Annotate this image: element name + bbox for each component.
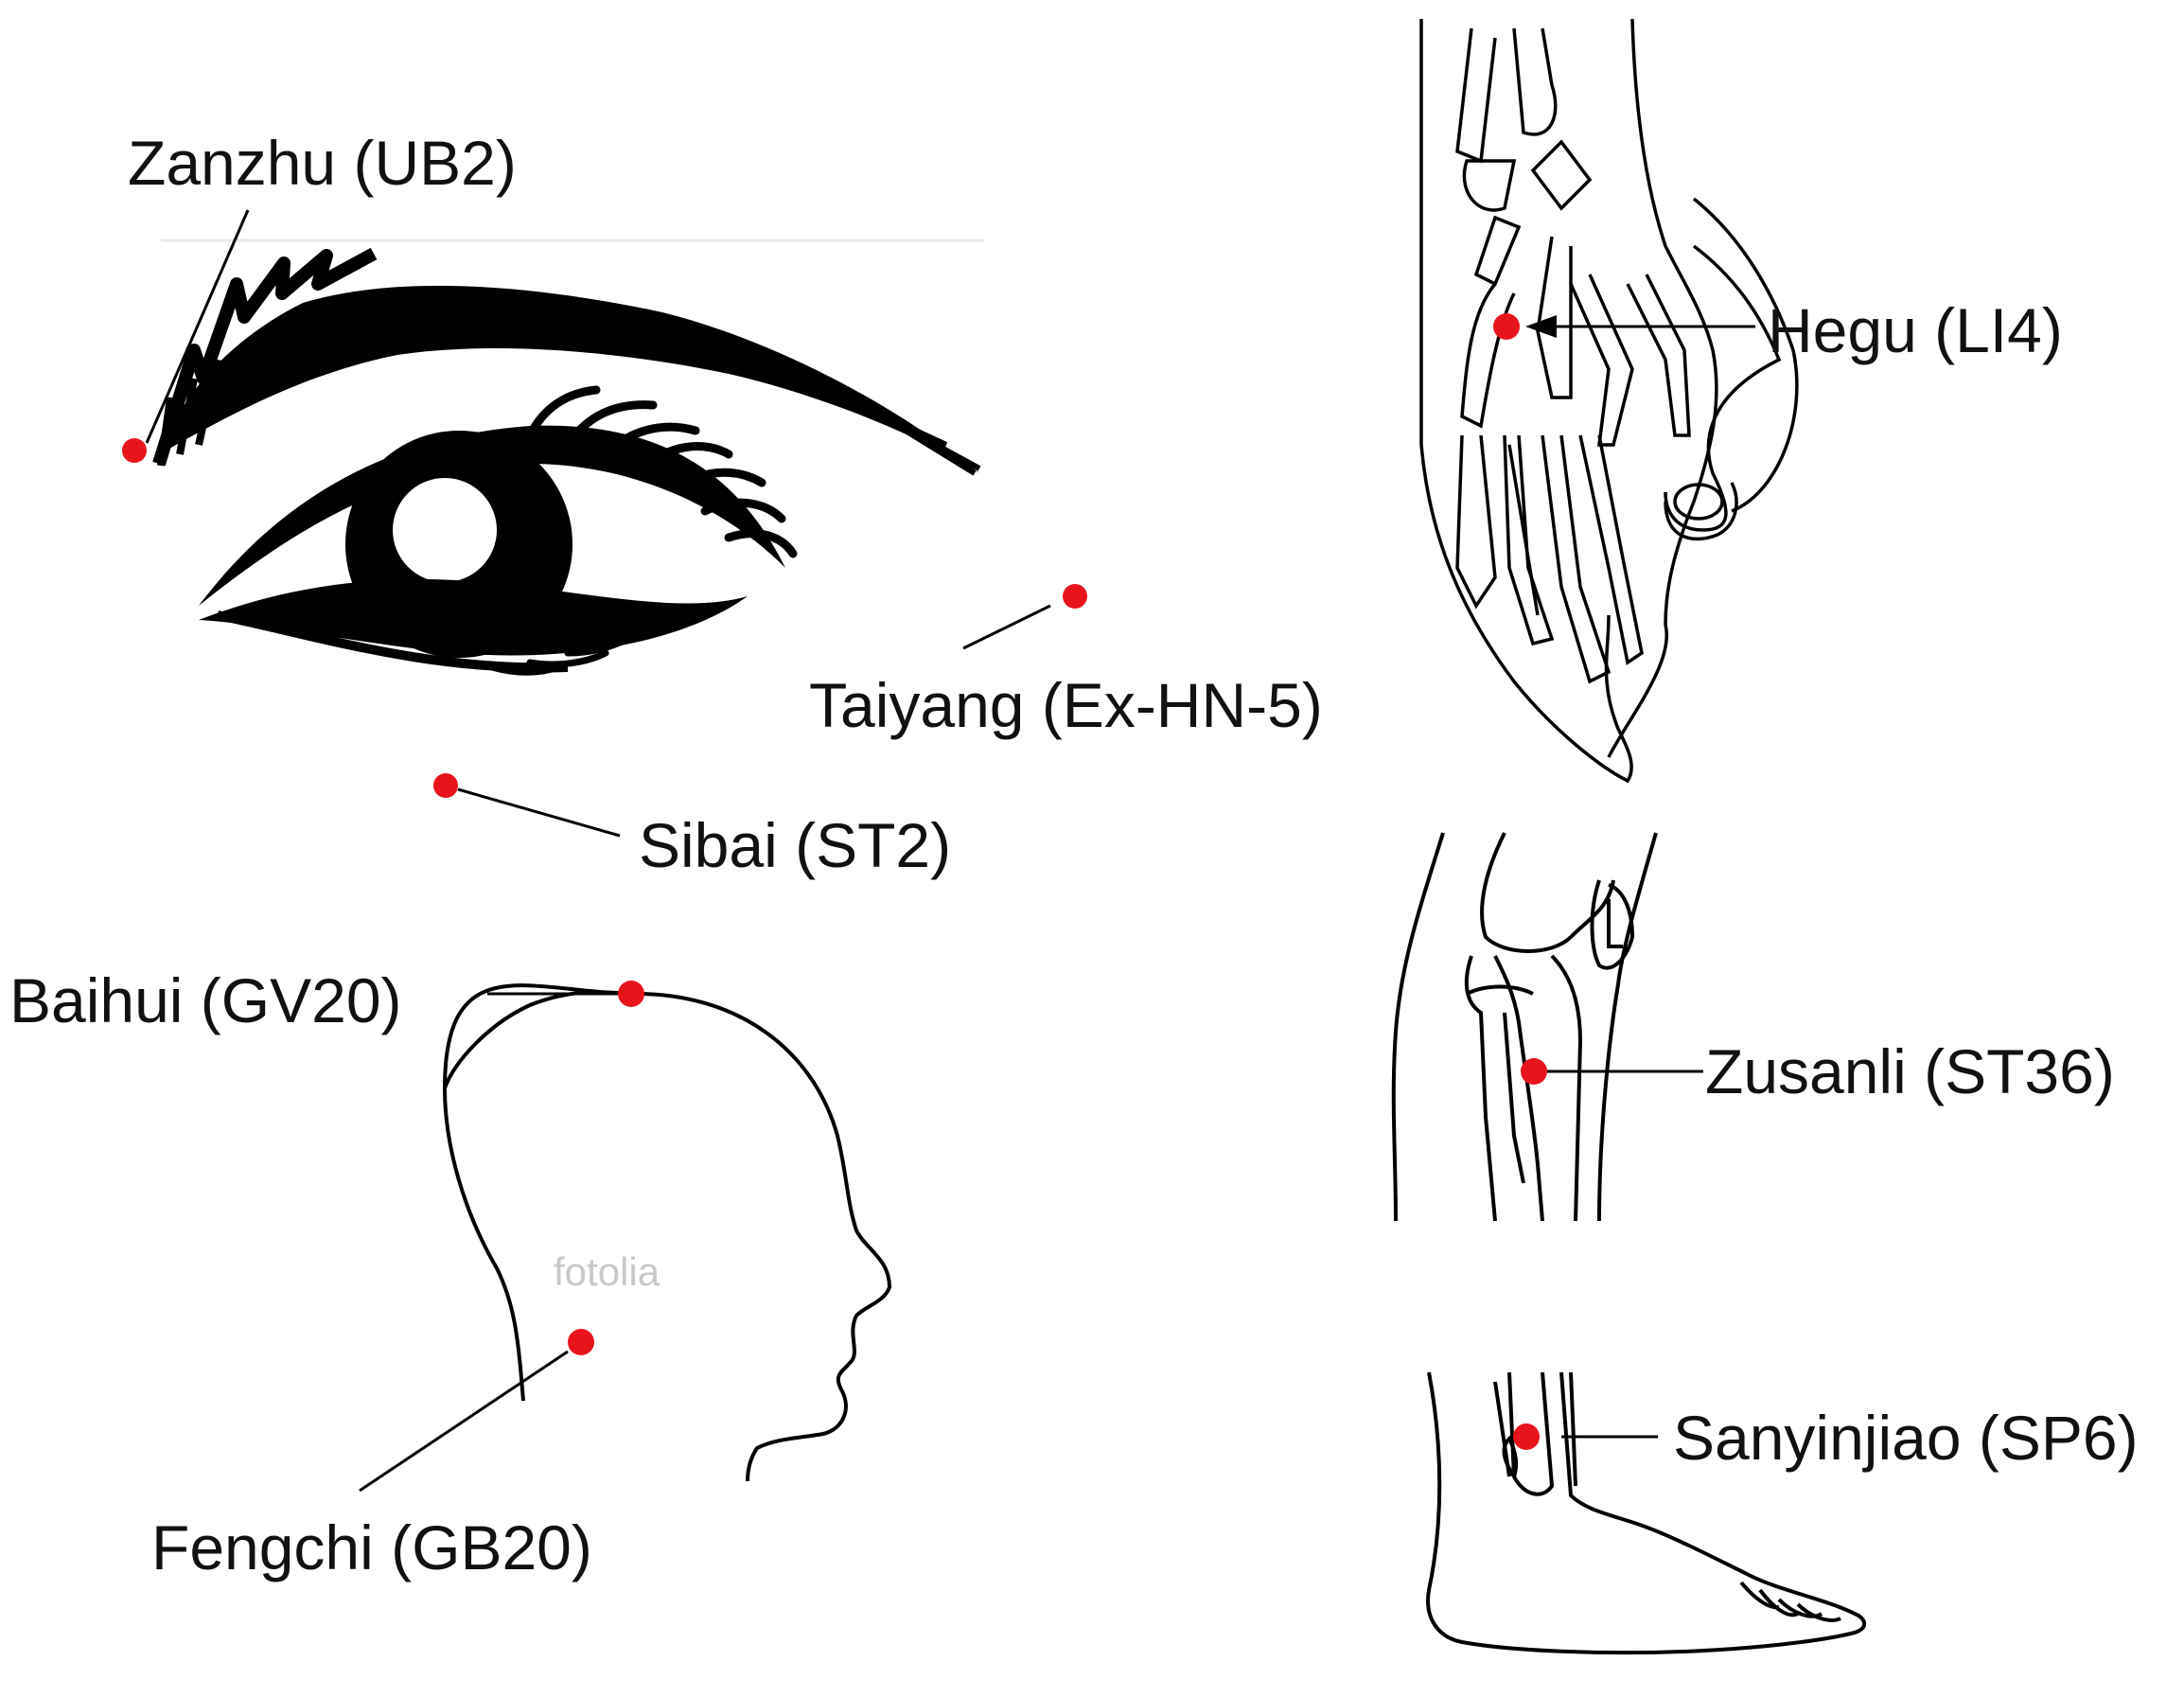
zusanli-label: Zusanli (ST36) [1705, 1036, 2115, 1106]
knee-drawing [1391, 832, 1658, 1222]
sibai-leader-line [457, 787, 621, 838]
sibai-point [433, 773, 458, 798]
lower-eyelid [199, 578, 748, 656]
hegu-arrow-icon [1525, 315, 1557, 338]
sanyinjiao-label: Sanyinjiao (SP6) [1673, 1403, 2139, 1473]
sibai-label: Sibai (ST2) [639, 810, 951, 880]
pupil-highlight [393, 478, 497, 582]
upper-lashes [525, 385, 798, 558]
zanzhu-leader-line [145, 209, 250, 444]
taiyang-leader-line [962, 604, 1051, 650]
sanyinjiao-point [1513, 1423, 1540, 1450]
head-profile: fotolia Baihui (GV20) Fengchi (GB20) [9, 965, 892, 1582]
foot-drawing [1426, 1371, 1867, 1655]
baihui-point [618, 981, 644, 1007]
upper-eyelid [199, 425, 785, 606]
zanzhu-label: Zanzhu (UB2) [128, 128, 517, 198]
fengchi-point [568, 1329, 594, 1355]
lower-lashes [488, 607, 676, 676]
hegu-label: Hegu (LI4) [1768, 295, 2063, 365]
baihui-label: Baihui (GV20) [9, 965, 402, 1035]
eye-illustration: Zanzhu (UB2) Taiyang (Ex-HN-5) Sibai (ST… [122, 128, 1323, 880]
head-outline [442, 983, 892, 1482]
eyebrow-shape [152, 247, 981, 476]
watermark-text: fotolia [554, 1249, 660, 1294]
fengchi-leader-line [359, 1350, 569, 1493]
hand-drawing [1419, 18, 1799, 784]
zanzhu-point [122, 438, 147, 463]
zusanli-point [1521, 1058, 1547, 1085]
fengchi-label: Fengchi (GB20) [151, 1512, 592, 1582]
taiyang-point [1063, 584, 1087, 609]
hegu-point [1493, 313, 1520, 340]
taiyang-label: Taiyang (Ex-HN-5) [809, 670, 1323, 740]
